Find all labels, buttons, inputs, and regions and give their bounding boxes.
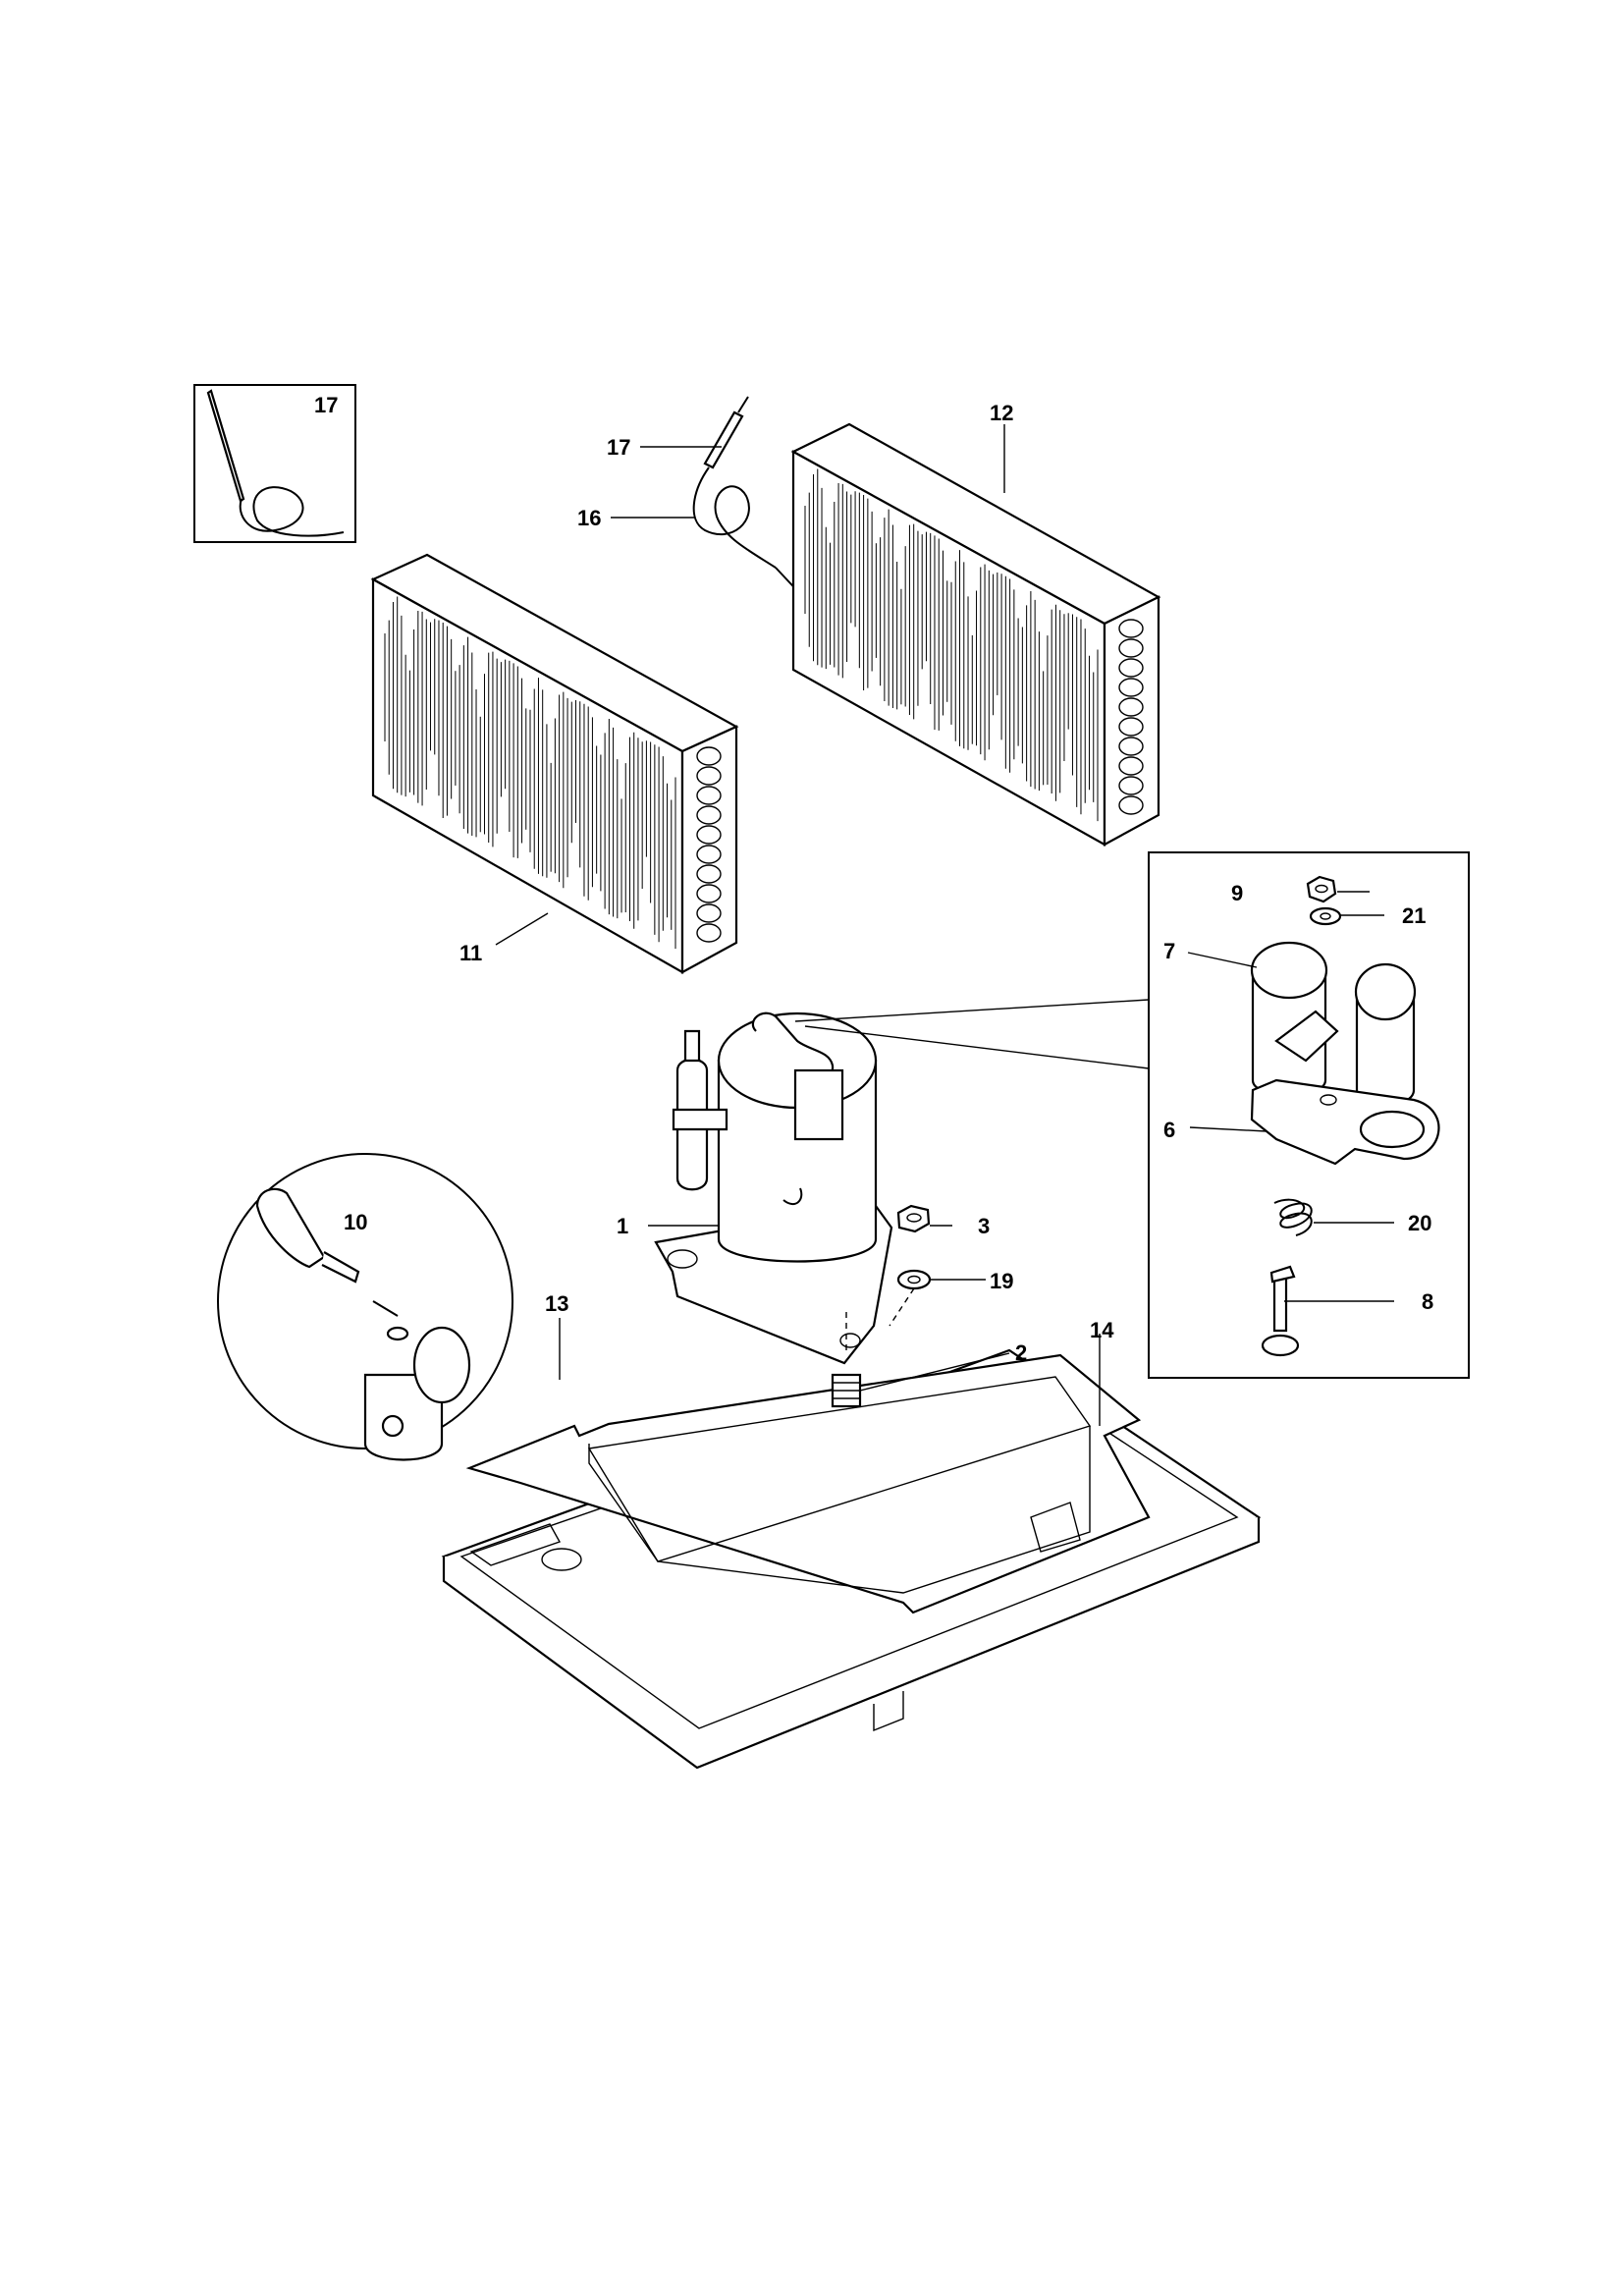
callout-6: 6 bbox=[1163, 1118, 1175, 1142]
callout-20: 20 bbox=[1408, 1211, 1431, 1235]
callout-14: 14 bbox=[1090, 1318, 1114, 1342]
evaporator-coil-right bbox=[790, 422, 1161, 847]
callout-17: 17 bbox=[607, 435, 630, 460]
callout-9: 9 bbox=[1231, 881, 1243, 905]
callout-7: 7 bbox=[1163, 939, 1175, 963]
condenser-coil-left bbox=[370, 553, 739, 974]
grommet-2 bbox=[831, 1373, 862, 1408]
inset-capillary-tube bbox=[193, 384, 356, 543]
callout-11: 11 bbox=[459, 941, 482, 965]
inset-terminal-cover bbox=[1148, 851, 1470, 1379]
callout-10: 10 bbox=[344, 1210, 367, 1234]
callout-13: 13 bbox=[545, 1291, 568, 1316]
base-frame bbox=[465, 1353, 1151, 1614]
callout-1: 1 bbox=[617, 1214, 628, 1238]
nut-3 bbox=[896, 1204, 931, 1233]
inset-capacitor bbox=[217, 1153, 513, 1461]
callout-17-inset: 17 bbox=[314, 393, 338, 417]
leader-lines bbox=[495, 424, 1394, 1426]
callout-2: 2 bbox=[1015, 1340, 1027, 1365]
capillary-tube-assembly bbox=[692, 396, 806, 600]
washer-19 bbox=[896, 1269, 932, 1290]
callout-21: 21 bbox=[1402, 903, 1426, 928]
compressor bbox=[672, 1011, 878, 1263]
callout-12: 12 bbox=[990, 401, 1013, 425]
callout-19: 19 bbox=[990, 1269, 1013, 1293]
callout-3: 3 bbox=[978, 1214, 990, 1238]
callout-8: 8 bbox=[1422, 1289, 1433, 1314]
callout-16: 16 bbox=[577, 506, 601, 530]
